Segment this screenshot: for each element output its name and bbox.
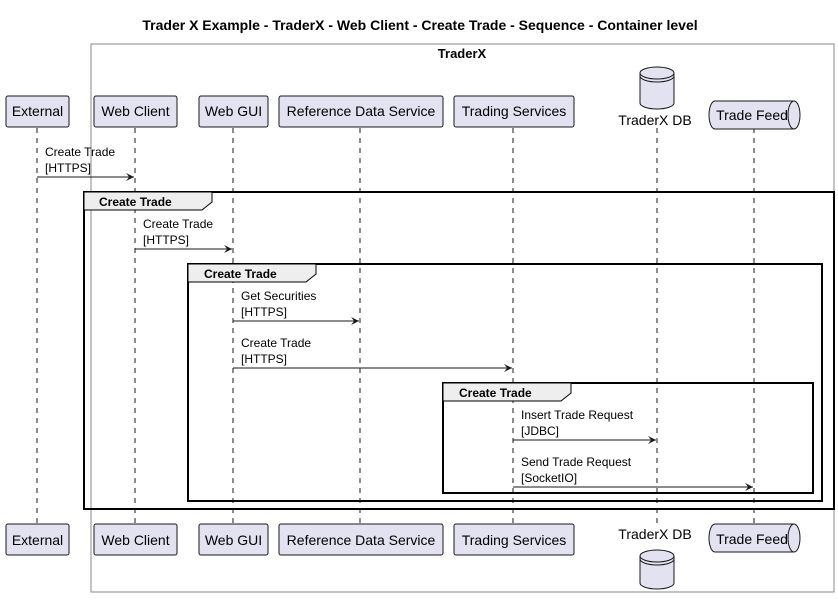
message-1: Create Trade [HTTPS] [37, 145, 134, 181]
database-icon [639, 72, 675, 110]
participant-label: Reference Data Service [287, 103, 436, 119]
message-protocol: [SocketIO] [521, 471, 577, 485]
participant-label: Web GUI [205, 532, 262, 548]
participant-webgui-top: Web GUI [198, 95, 269, 128]
participant-label: Reference Data Service [287, 532, 436, 548]
message-label: Insert Trade Request [521, 408, 634, 422]
message-protocol: [HTTPS] [241, 305, 287, 319]
group-label-1: Create Trade [99, 195, 172, 209]
participant-db-bottom: TraderX DB [618, 526, 692, 590]
participant-trading-top: Trading Services [453, 95, 575, 128]
participant-label: Web Client [101, 103, 169, 119]
lifelines [36, 128, 755, 524]
group-label-2: Create Trade [204, 267, 277, 281]
participant-label: Web GUI [205, 103, 262, 119]
participant-label: Trade Feed [716, 531, 788, 547]
participant-label: Web Client [101, 532, 169, 548]
participant-label: Trading Services [462, 103, 567, 119]
participant-label: TraderX DB [618, 526, 691, 542]
participant-webgui-bottom: Web GUI [198, 523, 269, 556]
message-6: Send Trade Request [SocketIO] [513, 455, 753, 491]
participant-trading-bottom: Trading Services [453, 523, 575, 556]
message-protocol: [HTTPS] [241, 352, 287, 366]
message-protocol: [HTTPS] [143, 233, 189, 247]
message-label: Create Trade [241, 336, 311, 350]
group-label-3: Create Trade [459, 386, 532, 400]
participant-db-top: TraderX DB [618, 66, 692, 128]
diagram-title: Trader X Example - TraderX - Web Client … [142, 17, 697, 33]
boundary-label: TraderX [438, 46, 487, 61]
participant-webclient-top: Web Client [93, 95, 178, 128]
message-2: Create Trade [HTTPS] [135, 217, 232, 253]
message-4: Create Trade [HTTPS] [233, 336, 512, 372]
participant-webclient-bottom: Web Client [93, 523, 178, 556]
participant-label: Trade Feed [716, 107, 788, 123]
participant-feed-bottom: Trade Feed [708, 523, 801, 553]
participant-refdata-top: Reference Data Service [278, 95, 444, 128]
group-frame-1: Create Trade [83, 191, 835, 510]
participant-label: External [12, 532, 63, 548]
participant-label: TraderX DB [618, 112, 691, 128]
message-protocol: [JDBC] [521, 424, 559, 438]
participant-refdata-bottom: Reference Data Service [278, 523, 444, 556]
message-label: Create Trade [45, 145, 115, 159]
participant-external-top: External [5, 95, 70, 128]
group-frame-2: Create Trade [187, 263, 823, 502]
message-3: Get Securities [HTTPS] [233, 289, 359, 325]
message-label: Send Trade Request [521, 455, 632, 469]
message-label: Get Securities [241, 289, 316, 303]
message-label: Create Trade [143, 217, 213, 231]
participant-label: External [12, 103, 63, 119]
group-frame-3: Create Trade [442, 382, 814, 494]
message-5: Insert Trade Request [JDBC] [513, 408, 656, 444]
participant-external-bottom: External [5, 523, 70, 556]
participant-feed-top: Trade Feed [708, 100, 801, 130]
message-protocol: [HTTPS] [45, 161, 91, 175]
participant-label: Trading Services [462, 532, 567, 548]
